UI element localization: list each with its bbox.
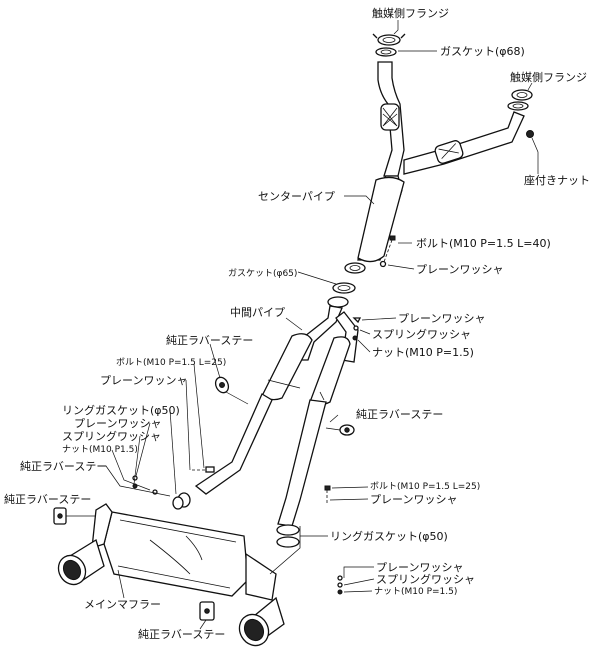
plain-washer-2-label: プレーンワッシャ — [398, 312, 486, 325]
rubber-stay-3-label: 純正ラバーステー — [4, 493, 92, 506]
cat-flange-top-part — [372, 33, 406, 46]
rubber-stay-bottom-label: 純正ラバーステー — [138, 628, 226, 641]
spring-washer-2-label: スプリングワッシャ — [62, 430, 161, 443]
center-pipe-part — [344, 175, 405, 274]
bolt-m10-25-left-label: ボルト(M10 P=1.5 L=25) — [116, 358, 227, 368]
rubber-stay-right-part — [325, 424, 355, 436]
bolt-m10-40-label: ボルト(M10 P=1.5 L=40) — [416, 237, 551, 250]
ring-gasket-50-left-label: リングガスケット(φ50) — [62, 404, 180, 417]
plain-washer-4-label: プレーンワッシャ — [74, 417, 162, 430]
center-pipe-label: センターパイプ — [258, 190, 335, 203]
gasket-68-top-part — [375, 47, 397, 57]
leader-lines — [105, 20, 539, 630]
mid-pipe-part — [194, 296, 359, 527]
right-joint-hardware — [276, 485, 343, 595]
rubber-stay-bottom-part — [199, 601, 215, 621]
cat-flange-right-part — [507, 89, 533, 111]
nut-m10-right-label: ナット(M10 P=1.5) — [374, 587, 458, 597]
rubber-stay-1-part — [214, 376, 249, 405]
main-muffler-label: メインマフラー — [84, 598, 161, 611]
rubber-stay-right-label: 純正ラバーステー — [356, 408, 444, 421]
spring-washer-3-label: スプリングワッシャ — [376, 573, 475, 586]
nut-m10-left-label: ナット(M10 P1.5) — [62, 445, 138, 455]
rubber-stay-left-part — [53, 507, 100, 525]
gasket-65-part — [332, 282, 356, 294]
seat-nut-part — [526, 130, 534, 138]
left-joint-hardware — [132, 466, 215, 510]
bolt-40-part — [379, 235, 396, 268]
plain-washer-1-label: プレーンワッシャ — [416, 263, 504, 276]
bolt-m10-25-right-label: ボルト(M10 P=1.5 L=25) — [370, 482, 481, 492]
ring-gasket-50-right-label: リングガスケット(φ50) — [330, 530, 448, 543]
nut-m10-1-label: ナット(M10 P=1.5) — [372, 346, 474, 359]
mid-pipe-hardware — [352, 317, 362, 341]
spring-washer-1-label: スプリングワッシャ — [372, 328, 471, 341]
plain-washer-3-label: プレーンワッンャ — [100, 374, 188, 387]
mid-pipe-label: 中間パイプ — [230, 306, 285, 319]
main-muffler-part — [57, 503, 301, 647]
rubber-stay-2-label: 純正ラバーステー — [20, 460, 108, 473]
plain-washer-6-label: プレーンワッシャ — [376, 561, 464, 574]
front-y-pipe — [377, 61, 525, 177]
rubber-stay-1-label: 純正ラバーステー — [166, 334, 254, 347]
cat-flange-right-label: 触媒側フランジ — [510, 71, 587, 84]
gasket-68-label: ガスケット(φ68) — [440, 45, 525, 58]
cat-flange-top-label: 触媒側フランジ — [372, 7, 449, 20]
plain-washer-5-label: プレーンワッシャ — [370, 493, 458, 506]
gasket-65-label: ガスケット(φ65) — [228, 269, 298, 279]
seat-nut-label: 座付きナット — [524, 174, 590, 187]
